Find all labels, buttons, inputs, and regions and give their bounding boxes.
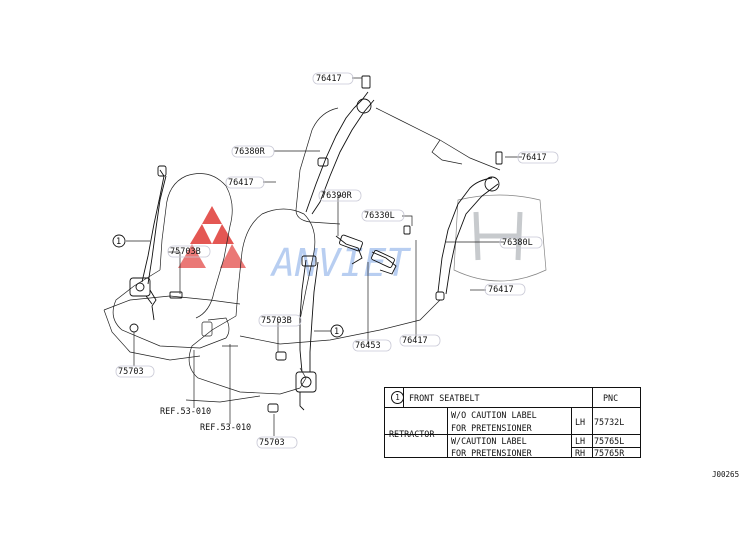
center-buckles bbox=[335, 225, 411, 275]
part-label-76380L[interactable]: 76380L bbox=[499, 236, 543, 249]
legend-header-row: 1 FRONT SEATBELT PNC bbox=[385, 388, 640, 407]
part-label-76417-top[interactable]: 76417 bbox=[312, 72, 354, 85]
ref-label-53-010-b[interactable]: REF.53-010 bbox=[200, 423, 251, 433]
part-label-76330L[interactable]: 76330L bbox=[361, 209, 405, 222]
part-label-75703-left[interactable]: 75703 bbox=[115, 365, 155, 378]
callout-1-left[interactable]: 1 bbox=[112, 234, 126, 248]
svg-text:76417: 76417 bbox=[228, 178, 254, 188]
legend-row-1: W/O CAUTION LABEL FOR PRETENSIONER LH 75… bbox=[385, 407, 640, 435]
right-upper-seatbelt-assembly bbox=[305, 75, 375, 215]
right-lower-seatbelt-assembly bbox=[267, 255, 319, 413]
svg-text:75703: 75703 bbox=[259, 438, 285, 448]
callout-1-right[interactable]: 1 bbox=[330, 324, 344, 338]
legend-row-1-side: LH bbox=[575, 416, 586, 427]
part-label-75703-right[interactable]: 75703 bbox=[256, 436, 298, 449]
svg-text:75703: 75703 bbox=[118, 367, 144, 377]
svg-text:76380R: 76380R bbox=[234, 147, 266, 157]
svg-text:76417: 76417 bbox=[316, 74, 342, 84]
legend-row-2: W/CAUTION LABEL FOR PRETENSIONER LH 7576… bbox=[385, 434, 640, 459]
mitsubishi-logo-watermark bbox=[178, 206, 246, 268]
ref-label-53-010-a[interactable]: REF.53-010 bbox=[160, 407, 211, 417]
far-right-seatbelt-assembly bbox=[435, 151, 503, 301]
part-label-75703B-right[interactable]: 75703B bbox=[258, 314, 302, 327]
svg-text:76390R: 76390R bbox=[321, 191, 353, 201]
legend-row-2-pnc-b[interactable]: 75765R bbox=[594, 448, 625, 458]
svg-text:75703B: 75703B bbox=[261, 316, 292, 326]
legend-table: 1 FRONT SEATBELT PNC W/O CAUTION LABEL F… bbox=[384, 387, 641, 458]
svg-text:76453: 76453 bbox=[355, 341, 381, 351]
leader-lines bbox=[126, 77, 522, 436]
svg-text:76417: 76417 bbox=[402, 336, 428, 346]
svg-text:76380L: 76380L bbox=[502, 238, 533, 248]
diagram-code: J00265 bbox=[712, 470, 740, 479]
legend-row-2-side-a: LH bbox=[575, 436, 586, 446]
svg-text:76330L: 76330L bbox=[364, 211, 395, 221]
left-seat bbox=[112, 173, 233, 349]
svg-text:75703B: 75703B bbox=[170, 247, 201, 257]
svg-text:REF.53-010: REF.53-010 bbox=[200, 423, 251, 433]
svg-text:76417: 76417 bbox=[488, 285, 514, 295]
part-label-76380R[interactable]: 76380R bbox=[231, 145, 275, 158]
part-label-76417-right-bottom[interactable]: 76417 bbox=[484, 283, 526, 296]
legend-row-2-pnc-a[interactable]: 75765L bbox=[594, 436, 625, 446]
part-label-76390R[interactable]: 76390R bbox=[318, 189, 362, 202]
legend-row-2-desc2: FOR PRETENSIONER bbox=[451, 448, 532, 458]
legend-row-1-desc2: FOR PRETENSIONER bbox=[451, 423, 532, 433]
legend-row-1-pnc[interactable]: 75732L bbox=[594, 416, 625, 427]
svg-text:REF.53-010: REF.53-010 bbox=[160, 407, 211, 417]
svg-text:1: 1 bbox=[116, 237, 121, 247]
honda-logo-watermark bbox=[453, 194, 547, 282]
svg-text:1: 1 bbox=[334, 327, 339, 337]
part-label-75703B-left[interactable]: 75703B bbox=[167, 245, 211, 258]
legend-pnc-header: PNC bbox=[603, 392, 619, 403]
legend-row-2-side-b: RH bbox=[575, 448, 586, 458]
legend-row-2-desc1: W/CAUTION LABEL bbox=[451, 436, 527, 446]
part-label-76417-mid[interactable]: 76417 bbox=[225, 176, 265, 189]
legend-group-label: RETRACTOR bbox=[389, 429, 435, 439]
part-label-76417-bottom[interactable]: 76417 bbox=[399, 334, 441, 347]
anviet-watermark: ANVIET bbox=[270, 241, 411, 285]
svg-text:76417: 76417 bbox=[521, 153, 547, 163]
legend-row-1-desc1: W/O CAUTION LABEL bbox=[451, 410, 537, 420]
part-label-76417-right-top[interactable]: 76417 bbox=[517, 151, 559, 164]
part-labels: 76417 76380R 76417 76390R 76330L 76417 7… bbox=[115, 72, 559, 449]
part-label-76453[interactable]: 76453 bbox=[352, 339, 392, 352]
left-seatbelt-assembly bbox=[129, 165, 183, 333]
legend-title: FRONT SEATBELT bbox=[409, 392, 480, 403]
